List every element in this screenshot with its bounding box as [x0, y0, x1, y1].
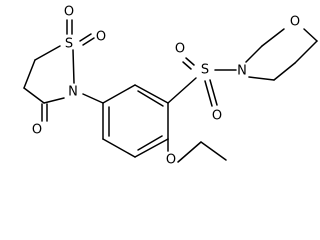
- benzene-double-1: [137, 90, 164, 107]
- morph-bond-3: [303, 28, 318, 42]
- atom-o-sulfonyl-down: O: [212, 109, 222, 124]
- atom-n-morpholine: N: [237, 64, 247, 79]
- bond-s-o-right: [79, 33, 92, 42]
- bond-s-o-down: [204, 80, 213, 107]
- ethoxy-group: [167, 138, 227, 163]
- morph-bond-6: [248, 76, 275, 81]
- bond-s-o-down-2: [209, 79, 218, 106]
- atom-s-ring: S: [65, 37, 73, 52]
- bond-n-aryl: [82, 93, 104, 104]
- atom-s-sulfonyl: S: [201, 63, 209, 78]
- atom-o-ether: O: [166, 153, 176, 168]
- benzene-bond-5: [102, 138, 136, 158]
- bond-aryl-s: [167, 77, 197, 104]
- benzene-bond-4: [134, 138, 169, 158]
- morph-bond-5: [273, 62, 296, 81]
- bond-o-ch2: [177, 141, 202, 163]
- atom-o-carbonyl: O: [32, 123, 42, 138]
- bond-s-o-up-2: [185, 57, 195, 66]
- benzene-double-2: [137, 135, 163, 151]
- benzene-bond-1: [102, 84, 136, 104]
- atom-o-sulfonyl-up: O: [175, 42, 185, 57]
- morph-bond-1: [245, 45, 263, 63]
- bond-n-co: [43, 97, 65, 104]
- atom-o-ring-right: O: [96, 30, 106, 45]
- chemical-structure: S O O N O S O O N O O: [23, 5, 318, 168]
- bond-ch2-ch2: [23, 59, 36, 89]
- benzene-ring: [102, 84, 169, 158]
- morph-bond-4: [294, 40, 318, 64]
- atom-n-ring: N: [68, 85, 78, 100]
- atom-o-morpholine: O: [290, 15, 300, 30]
- sulfonyl-morpholine: [167, 28, 318, 107]
- bond-s-n: [72, 49, 75, 84]
- isothiazolidinone-ring: [23, 19, 95, 122]
- bond-co-ch2: [23, 87, 45, 104]
- atom-o-ring-top: O: [64, 5, 74, 20]
- bond-s-o-up: [182, 61, 192, 70]
- bond-ch2-ch3: [200, 141, 227, 161]
- bond-s-o-right-2: [82, 37, 95, 46]
- bond-ch2-s: [34, 45, 61, 61]
- morph-bond-2: [261, 28, 285, 47]
- benzene-bond-2: [134, 84, 169, 104]
